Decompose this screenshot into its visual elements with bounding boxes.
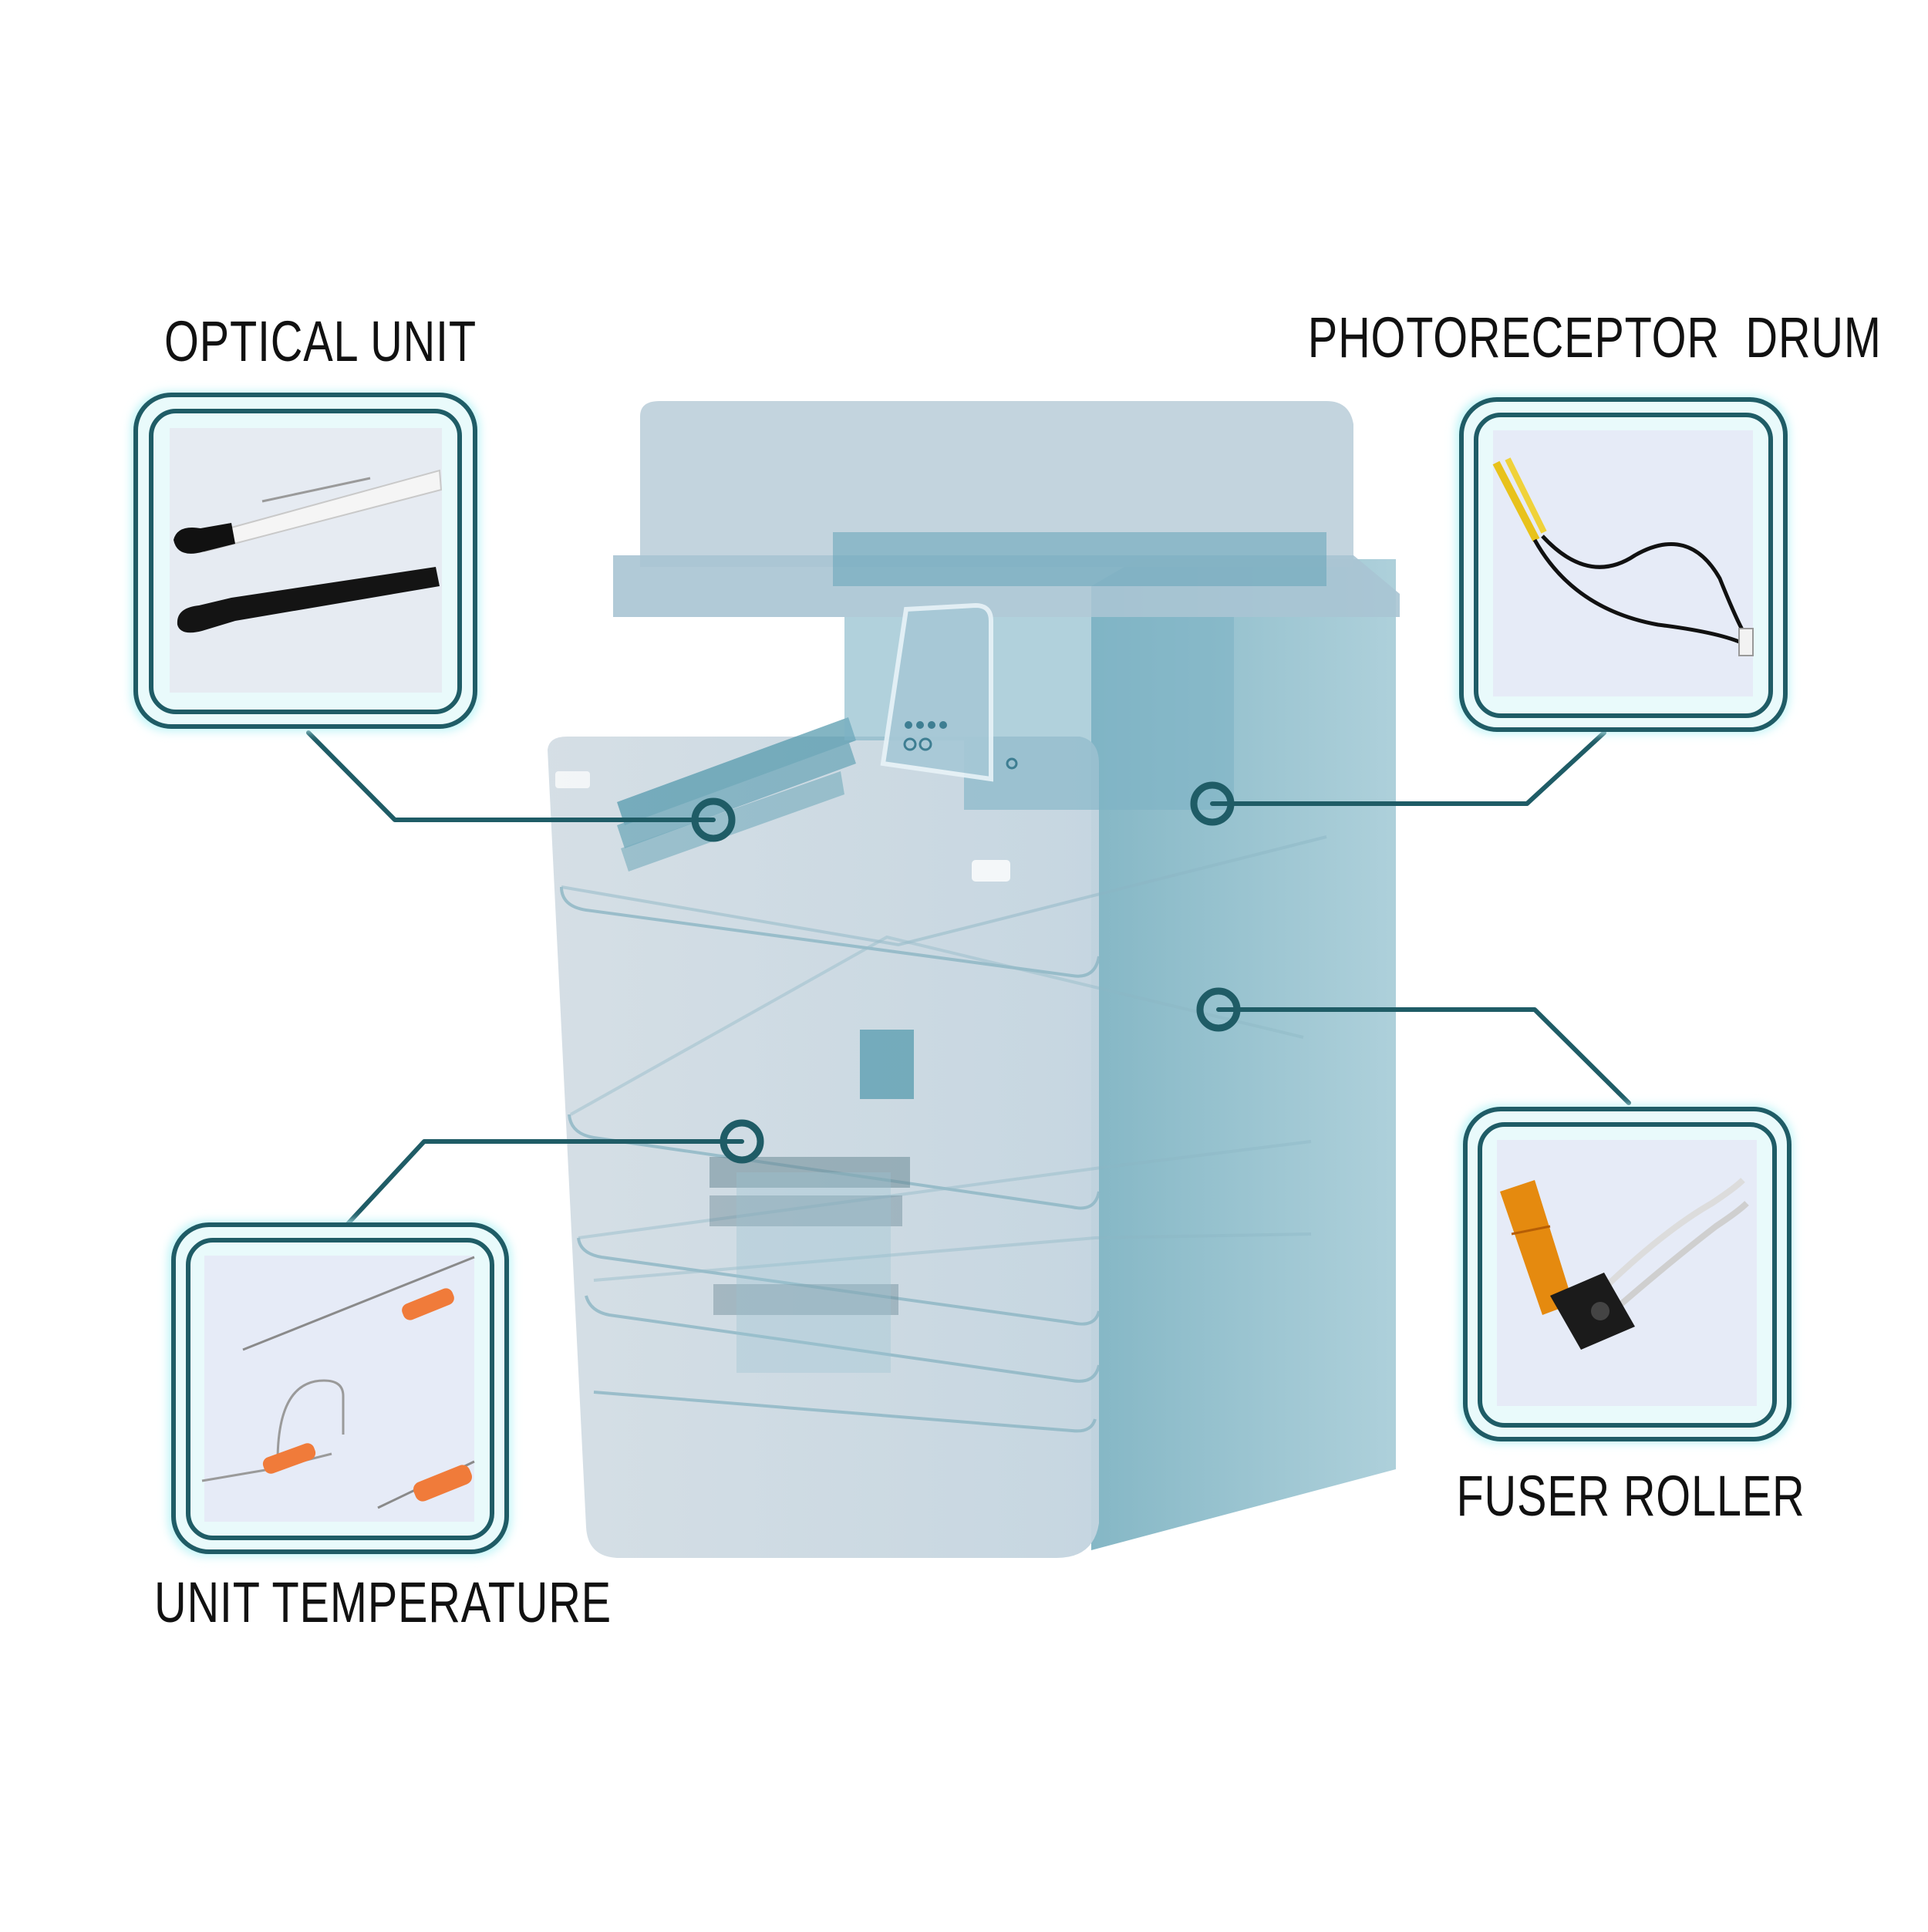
black-probe-thermistor-icon <box>174 469 443 633</box>
frame-inner-border <box>149 409 462 714</box>
marker-photoreceptor-drum <box>1190 781 1235 826</box>
marker-fuser-roller <box>1196 987 1241 1032</box>
label-optical-unit: OPTICAL UNIT <box>164 309 477 373</box>
label-unit-temperature: UNIT TEMPERATURE <box>154 1570 612 1634</box>
connector-fuser-roller <box>1216 1007 1631 1105</box>
internal-bar-c <box>713 1284 898 1315</box>
marker-optical-unit <box>691 797 736 842</box>
glass-bead-thermistor-icon <box>201 1256 475 1509</box>
photo-frame-unit-temperature <box>168 1221 511 1556</box>
fuser-thermistor-icon <box>1500 1178 1749 1350</box>
copier-control-panel <box>880 602 993 782</box>
marker-unit-temperature <box>720 1119 764 1164</box>
frame-inner-border <box>1478 1122 1777 1428</box>
connector-unit-temperature <box>343 1139 744 1229</box>
label-photoreceptor-drum: PHOTORECEPTOR DRUM <box>1308 305 1882 369</box>
photo-frame-optical-unit <box>131 392 480 731</box>
connector-optical-unit <box>306 730 716 822</box>
internal-module-a <box>860 1030 914 1099</box>
copier-front-body <box>548 737 1099 1558</box>
frame-inner-border <box>186 1238 494 1540</box>
connector-lines <box>306 730 1631 1229</box>
photo-frame-fuser-roller <box>1460 1105 1793 1443</box>
label-fuser-roller: FUSER ROLLER <box>1456 1464 1805 1528</box>
yellow-wire-thermistor-icon <box>1492 457 1754 656</box>
copier-drawer-outlines <box>560 835 1327 1433</box>
copier-scanner-lid <box>640 401 1353 567</box>
front-latch-left <box>555 771 590 788</box>
frame-inner-border <box>1474 413 1773 718</box>
internal-bar-b <box>710 1195 902 1226</box>
photo-background <box>170 428 442 693</box>
connector-photoreceptor-drum <box>1210 730 1606 806</box>
copier-machine-illustration <box>548 401 1400 1558</box>
connector-markers <box>691 781 1241 1164</box>
photo-frame-photoreceptor-drum <box>1456 396 1789 733</box>
copier-scanner-glass <box>833 532 1326 586</box>
internal-module-b <box>736 1172 891 1373</box>
control-panel-buttons <box>903 721 1018 770</box>
front-latch-right <box>972 860 1010 882</box>
